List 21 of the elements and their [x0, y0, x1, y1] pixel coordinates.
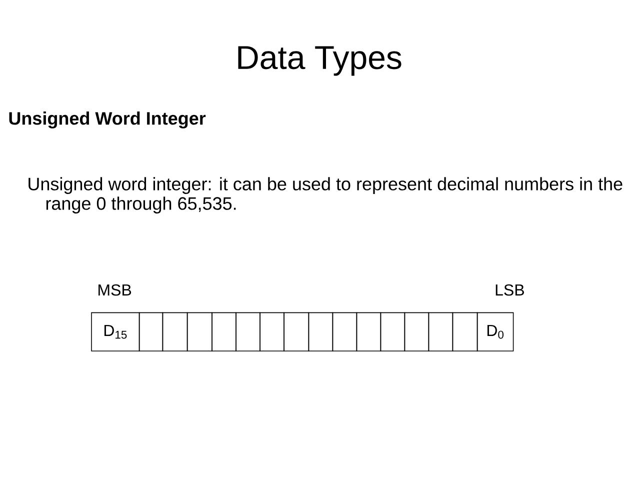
bit-cell: [284, 312, 310, 352]
bit-cell: [428, 312, 454, 352]
bit-cell: D$_{0}$: [476, 312, 514, 352]
bit-cell: [404, 312, 430, 352]
bit-label: LSB: [496, 284, 524, 296]
bit-cell: [212, 312, 236, 352]
bit-cell: D$_{15}$: [91, 312, 140, 352]
bit-cell: [162, 312, 188, 352]
bit-cell: [186, 312, 212, 352]
bit-cell: [332, 312, 358, 352]
bit-cell: [308, 312, 334, 352]
bit-cell: [138, 312, 164, 352]
bit-cell: [260, 312, 284, 352]
section-heading: Unsigned Word Integer: [9, 112, 206, 128]
bit-cell: [452, 312, 478, 352]
bit-cell: [356, 312, 382, 352]
slide-title: Data Types: [238, 46, 402, 76]
bit-cell: [236, 312, 260, 352]
body-text: Unsigned word integer: it can be used to represent decimal numbers in the range 0 through 65,535.: [28, 177, 622, 214]
bit-cell: [380, 312, 406, 352]
bit-label: MSB: [98, 284, 132, 296]
